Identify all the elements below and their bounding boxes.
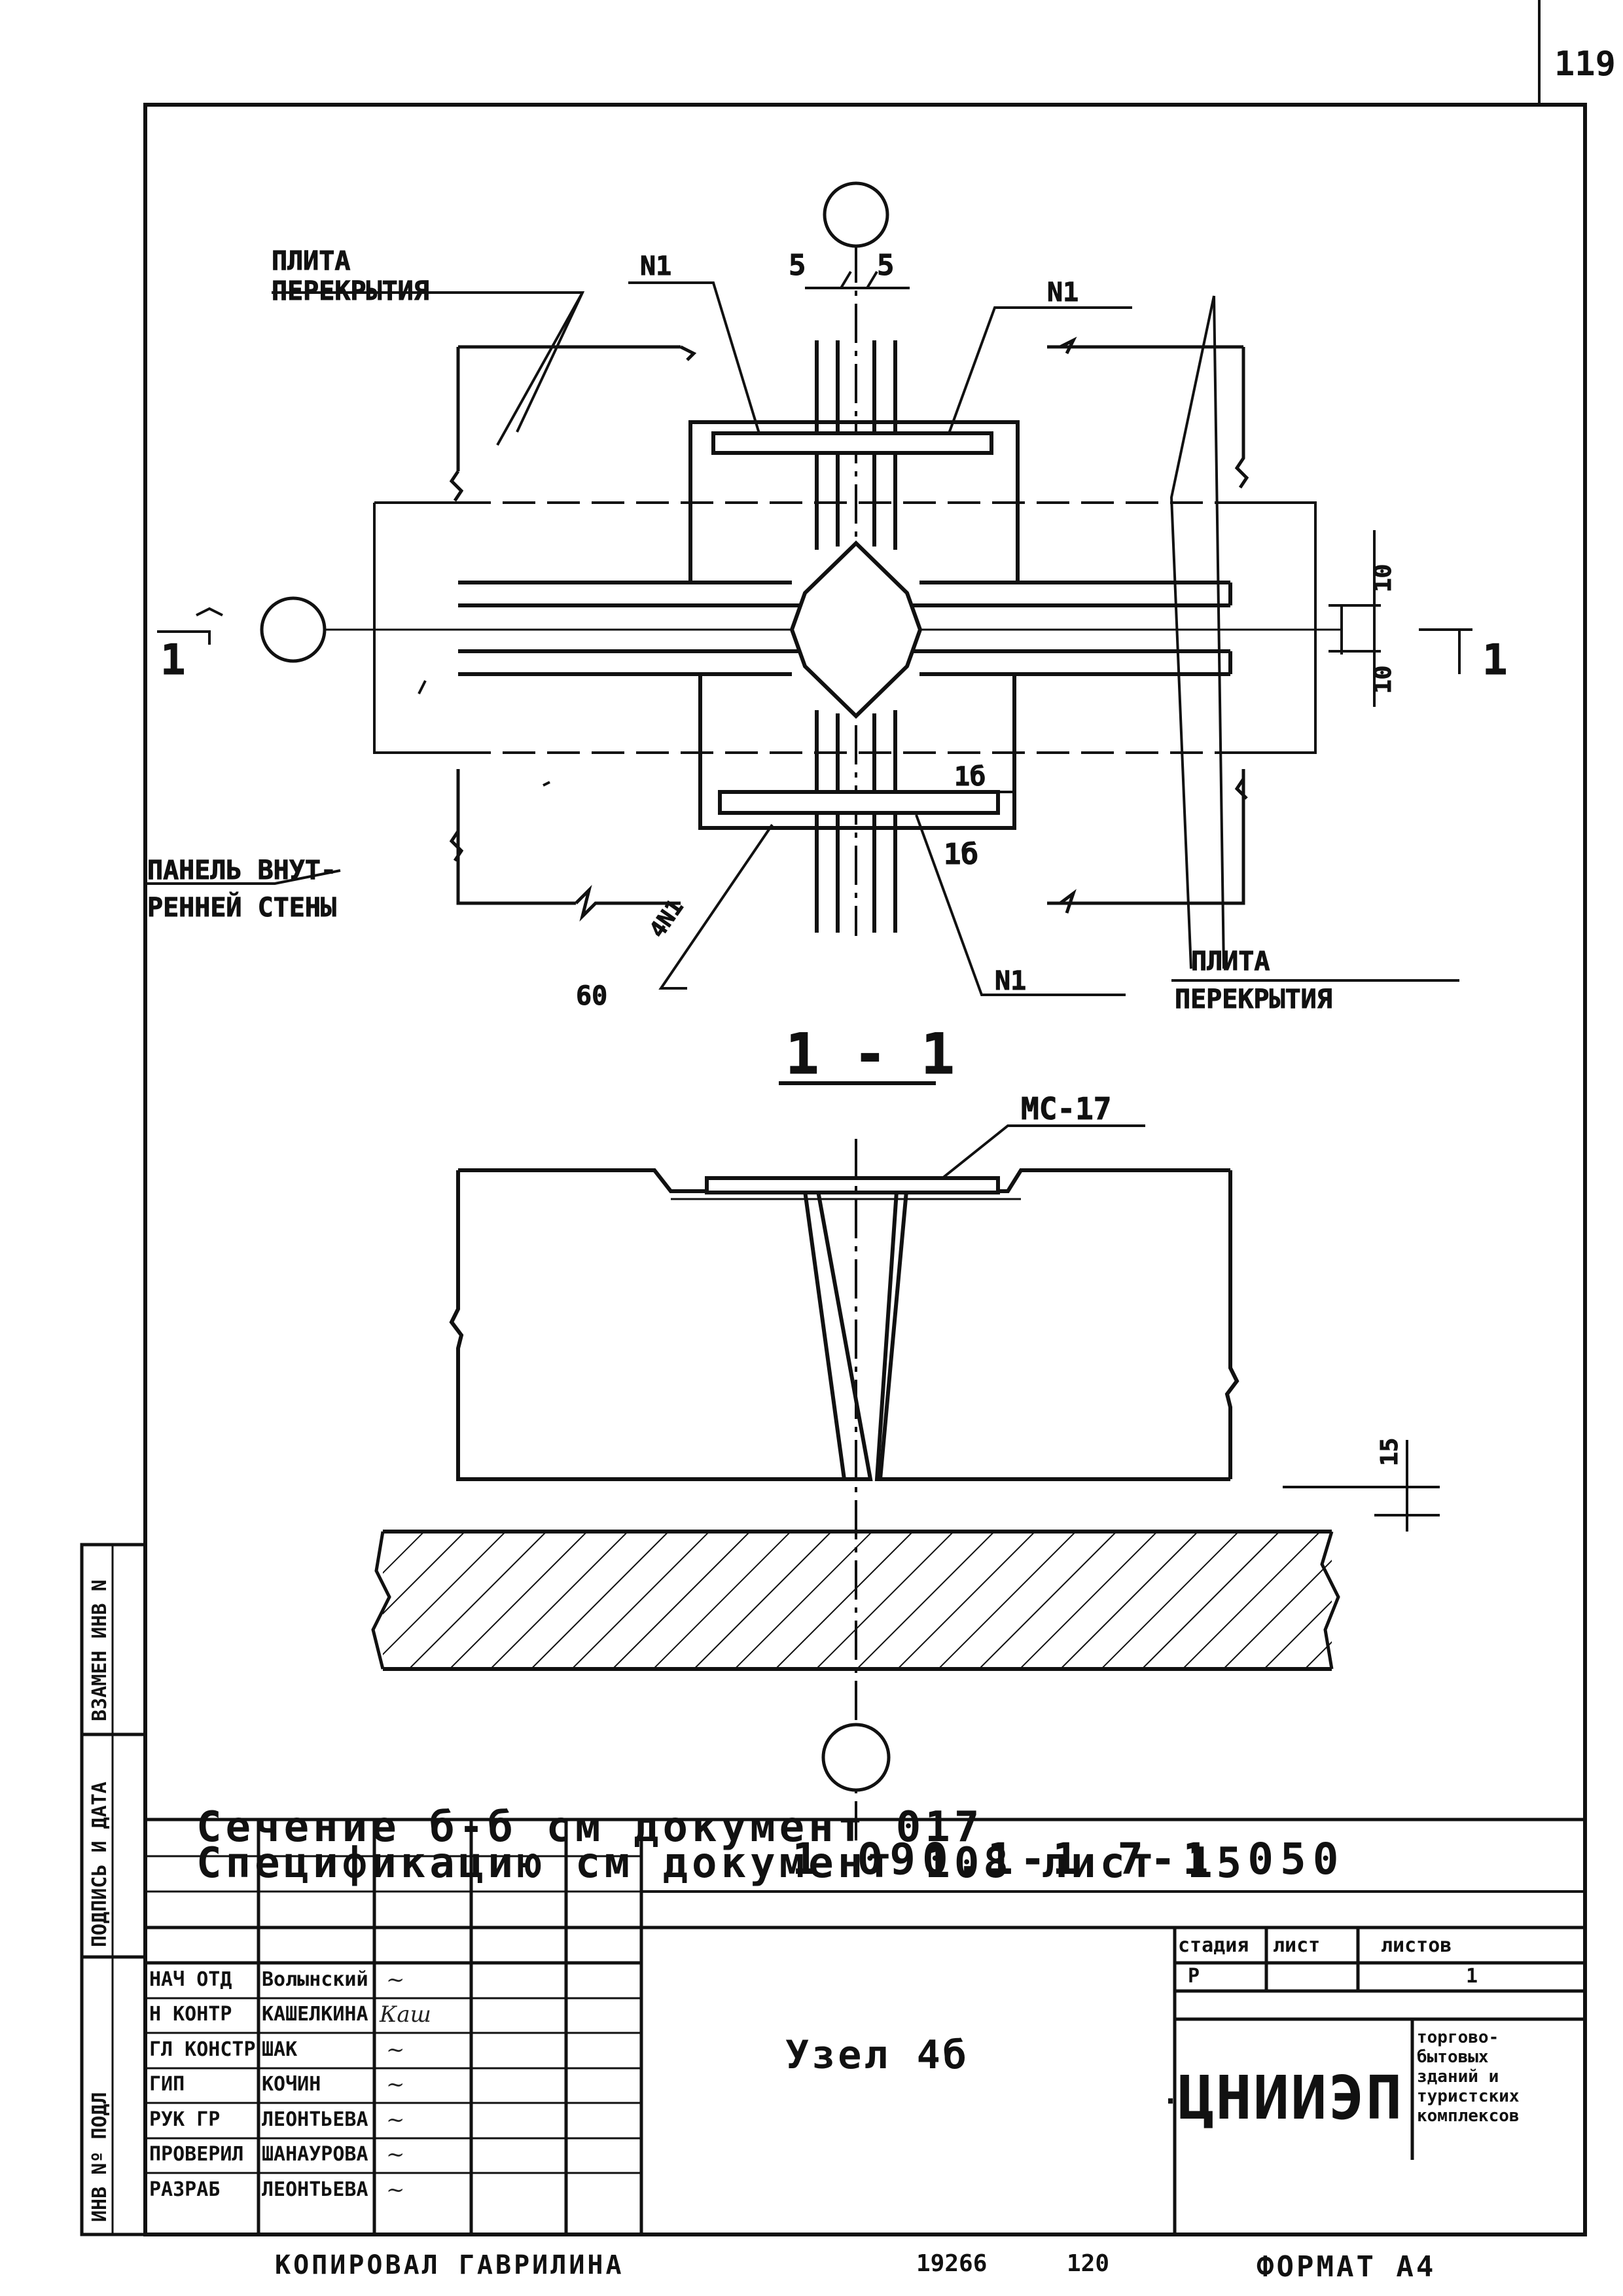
role-n-kontr: Н КОНТР [149, 2003, 232, 2026]
axis-marker-left [260, 596, 327, 663]
role-ruk-gr: РУК ГР [149, 2108, 221, 2131]
label-mark-1b-b: 1б [944, 838, 978, 871]
signature-3: ~ [386, 2037, 405, 2063]
section-view: 1 - 1 МС-17 15 [371, 1022, 1440, 1846]
side-inv-podl: ИНВ Nº ПОДЛ [88, 2092, 111, 2222]
foundation-hatch [371, 1530, 1340, 1671]
sheet-header: лист [1273, 1934, 1321, 1957]
label-slab-bottom: ПЛИТА [1191, 946, 1270, 977]
footer-copied: КОПИРОВАЛ ГАВРИЛИНА [275, 2250, 624, 2280]
name-razrab: ЛЕОНТЬЕВА [262, 2178, 368, 2201]
side-vzam: ВЗАМЕН ИНВ N [88, 1579, 111, 1721]
section-plate [705, 1176, 1000, 1194]
slab-top-left [449, 345, 697, 502]
name-proveril: ШАНАУРОВА [262, 2143, 368, 2166]
signature-4: ~ [386, 2072, 405, 2098]
stage-header: стадия [1178, 1934, 1249, 1957]
note-spec-ref: Спецификацию см документ 108 лист 15 [196, 1839, 1246, 1888]
slab-bottom-right [1047, 769, 1248, 914]
leaders [147, 270, 1472, 996]
name-gip: КОЧИН [262, 2073, 321, 2096]
org-name: ЦНИИЭП [1178, 2063, 1404, 2133]
label-n1-right: N1 [1047, 278, 1079, 308]
slab-bottom-left [449, 769, 681, 922]
label-dim-10a: 10 [1370, 564, 1397, 592]
footer-copies: 120 [1067, 2250, 1110, 2277]
role-gl-konstr: ГЛ КОНСТР [149, 2038, 256, 2061]
label-slab-bottom-2: ПЕРЕКРЫТИЯ [1175, 984, 1332, 1014]
note-section-ref: Сечение б-б см документ 017 [196, 1803, 984, 1852]
drawing-title: Узел 4б [785, 2032, 969, 2078]
panel-leaders [418, 680, 550, 787]
footer-order: 19266 [916, 2250, 988, 2277]
label-section-right: 1 [1482, 636, 1508, 685]
label-n1-left: N1 [640, 251, 671, 281]
sheets-value: 1 [1466, 1965, 1478, 1988]
plate-n1-bottom [718, 790, 1000, 815]
signature-6: ~ [386, 2142, 405, 2168]
axis-marker-bottom [821, 1723, 891, 1792]
sheets-header: листов [1381, 1934, 1452, 1957]
label-mc17: МС-17 [1021, 1091, 1111, 1126]
label-mark-1b-a: 1б [954, 762, 986, 792]
axis-marker-top [823, 181, 889, 248]
signature-7: ~ [386, 2177, 405, 2203]
label-weld-60: 60 [576, 981, 607, 1011]
wall-joint-bands [458, 581, 1232, 676]
sheet-frame [143, 0, 1587, 2236]
role-proveril: ПРОВЕРИЛ [149, 2143, 244, 2166]
sheet-number: 119 [1554, 45, 1616, 84]
title-block [145, 1818, 1585, 2234]
name-n-kontr: КАШЕЛКИНА [262, 2003, 368, 2026]
section-title: 1 - 1 [785, 1022, 955, 1087]
dim-15 [1283, 1440, 1440, 1532]
joint-diamond [789, 540, 923, 719]
section-slabs [449, 1168, 1240, 1481]
org-desc-2: бытовых [1417, 2047, 1489, 2067]
label-dim-15: 15 [1376, 1438, 1403, 1466]
label-n1-bottom: N1 [995, 966, 1026, 996]
org-desc-3: зданий и [1417, 2067, 1499, 2087]
plan-view: ПЛИТА ПЕРЕКРЫТИЯ N1 N1 5 5 10 10 1 1 1б … [147, 181, 1508, 1015]
label-slab-top-2: ПЕРЕКРЫТИЯ [272, 276, 429, 306]
role-razrab: РАЗРАБ [149, 2178, 221, 2201]
embedded-boxes [688, 420, 1020, 830]
label-dim-5b: 5 [877, 249, 895, 282]
label-panel-1: ПАНЕЛЬ ВНУТ- [147, 855, 336, 886]
org-desc-4: туристских [1417, 2087, 1520, 2106]
name-gl-konstr: ШАК [262, 2038, 298, 2061]
org-desc-1: торгово- [1417, 2028, 1499, 2047]
signature-1: ~ [386, 1967, 405, 1993]
label-panel-2: РЕННЕЙ СТЕНЫ [147, 891, 336, 923]
stage-value: Р [1188, 1965, 1200, 1988]
label-dim-10b: 10 [1370, 666, 1397, 694]
role-gip: ГИП [149, 2073, 185, 2096]
role-nach-otd: НАЧ ОТД [149, 1968, 232, 1991]
signature-2: Каш [380, 2001, 431, 2028]
wall-panel-outline [373, 501, 1317, 754]
plate-n1-top [711, 431, 993, 455]
slab-top-right [1047, 336, 1249, 489]
side-sign-date: ПОДПИСЬ И ДАТА [88, 1782, 111, 1947]
side-stamp [80, 1543, 147, 2236]
name-ruk-gr: ЛЕОНТЬЕВА [262, 2108, 368, 2131]
label-dim-5a: 5 [789, 249, 806, 282]
org-desc-5: комплексов [1417, 2106, 1520, 2126]
label-section-left: 1 [160, 636, 186, 685]
name-nach-otd: Волынский [262, 1968, 368, 1991]
signature-5: ~ [386, 2107, 405, 2133]
footer-format: ФОРМАТ А4 [1257, 2250, 1436, 2284]
label-slab-top: ПЛИТА [272, 246, 350, 276]
doc-code: 1 090.1-1 7-1 050 [792, 1834, 1346, 1884]
